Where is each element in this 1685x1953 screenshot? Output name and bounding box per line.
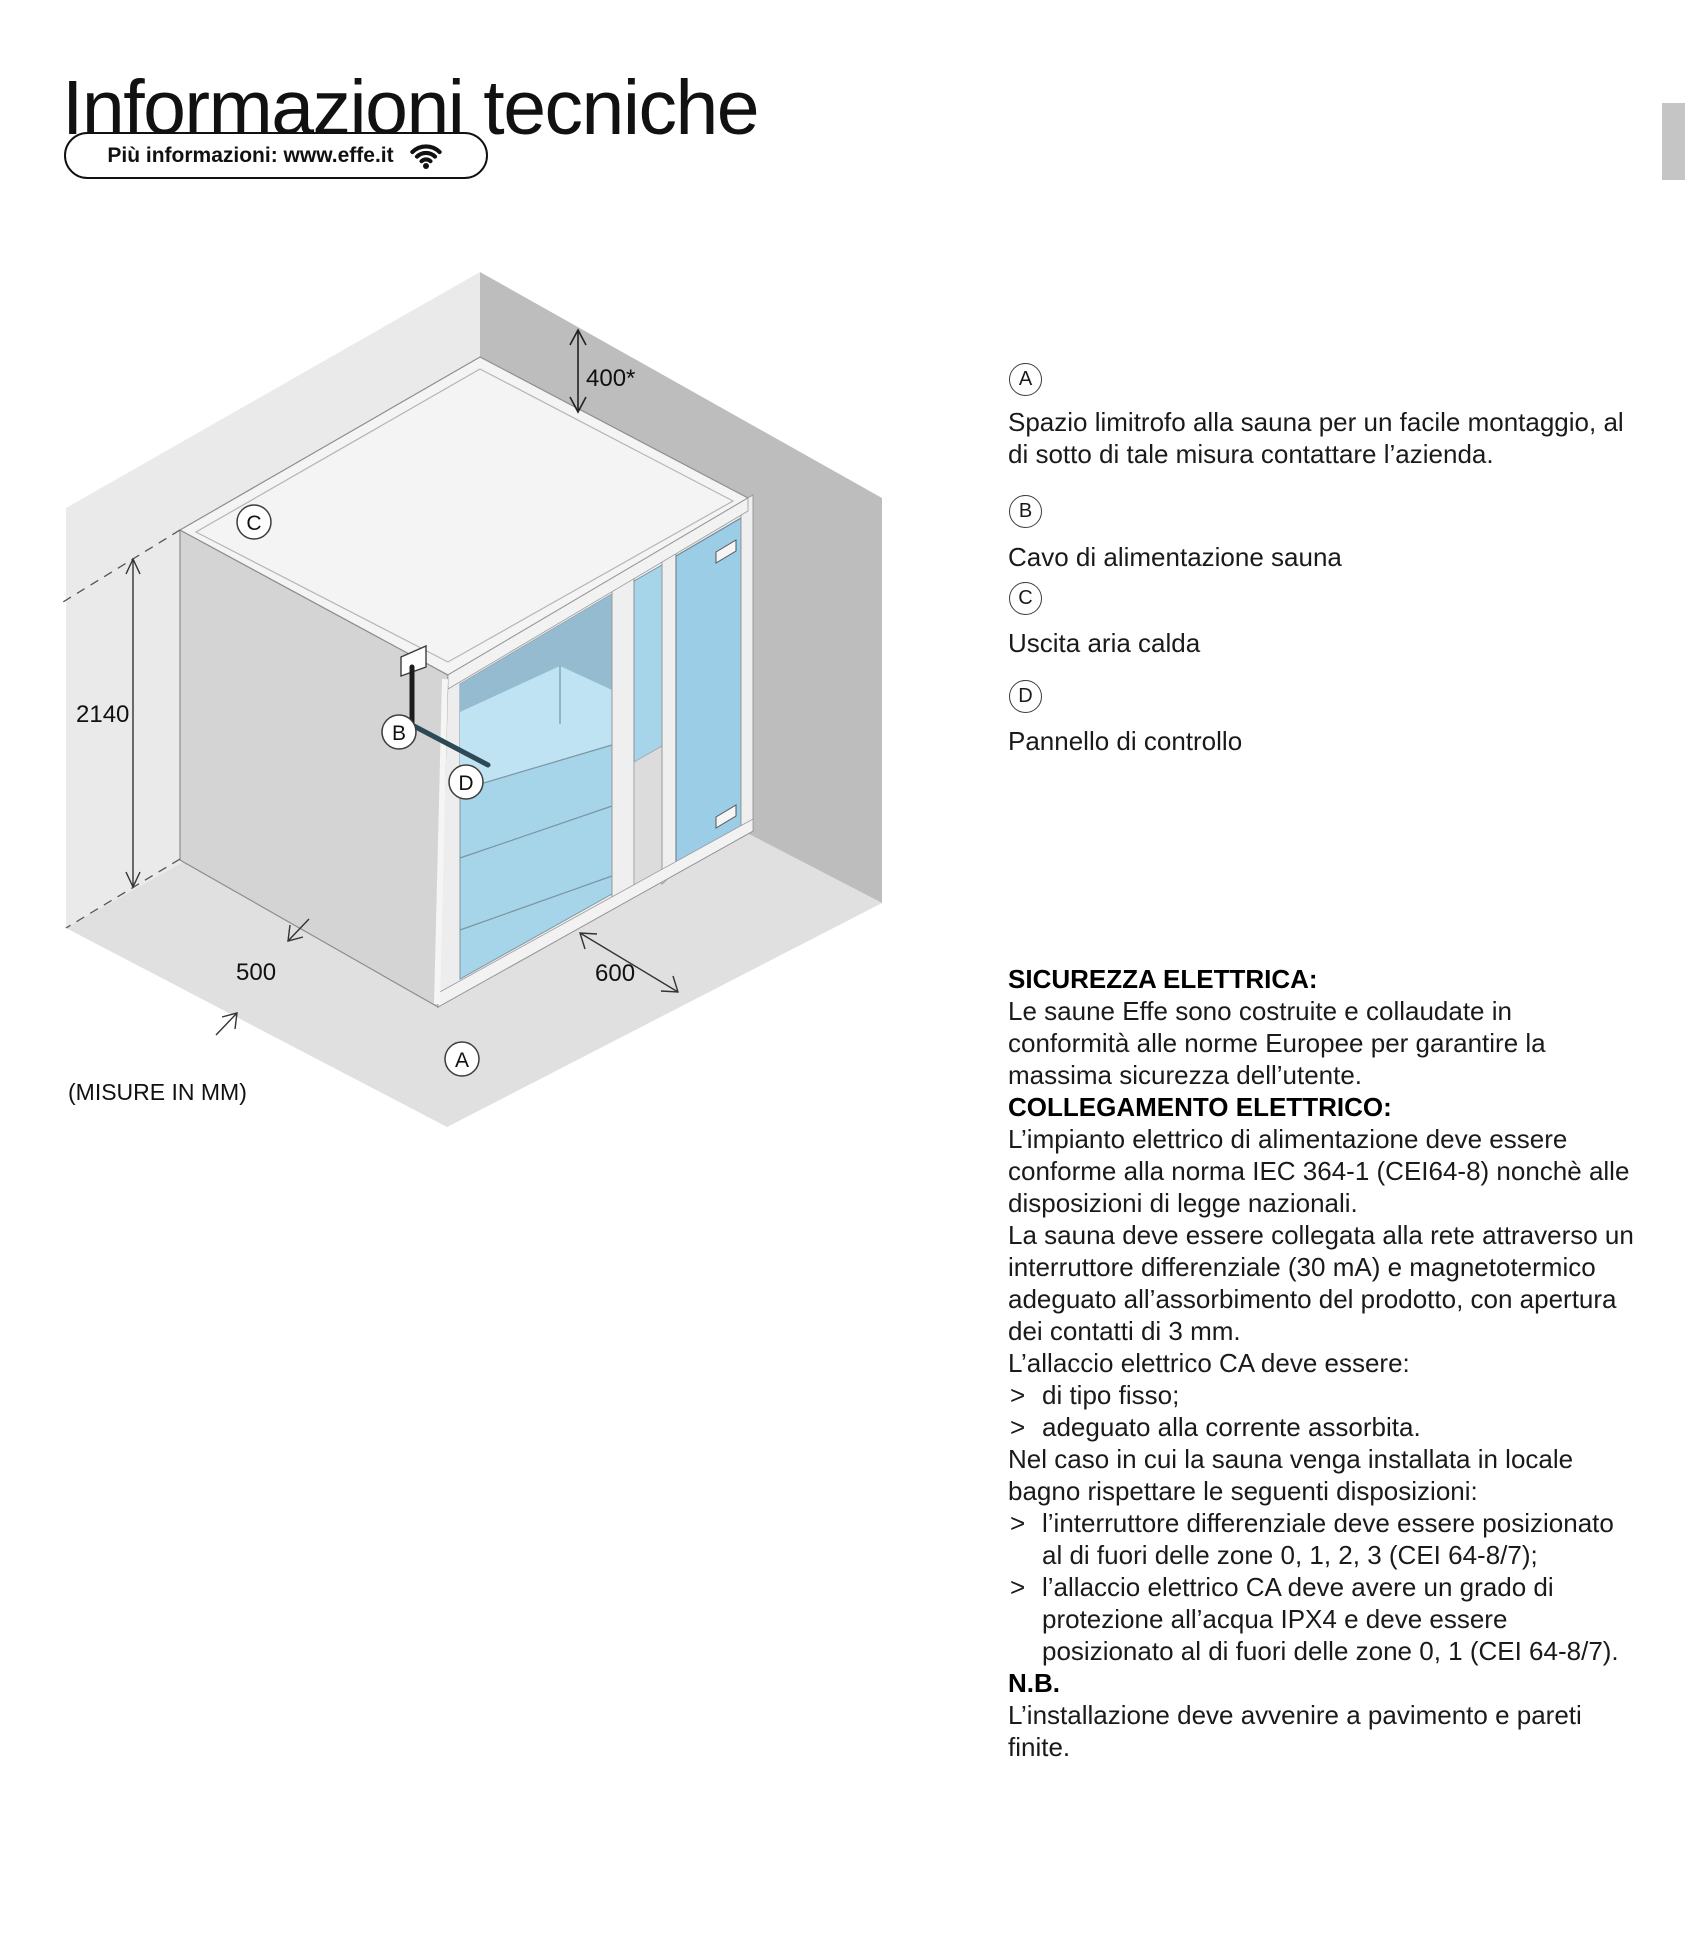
bench-edge-line [459,875,613,931]
legend-text-c: Uscita aria calda [1008,628,1201,658]
diagram-marker-C: C [236,504,272,540]
text-sections: SICUREZZA ELETTRICA: Le saune Effe sono … [1008,963,1640,1763]
legend-marker-c: C [1009,582,1042,615]
connection-bullet-1: > di tipo fisso; [1010,1380,1180,1410]
cable-wall-plate [400,644,427,677]
height-dimension-arrow [125,557,141,889]
diagram-marker-A: A [444,1041,480,1077]
diagram-marker-B: B [381,714,417,750]
electrical-safety-body: Le saune Effe sono costruite e collaudat… [1008,996,1546,1090]
legend-text-d: Pannello di controllo [1008,726,1243,756]
electrical-connection-p3: L’allaccio elettrico CA deve essere: [1008,1348,1410,1378]
side-clearance-label: 500 [236,959,276,986]
power-cable-end [409,722,491,768]
page-edge-tab [1662,103,1685,180]
side-clearance-arrows [215,918,310,1036]
sauna-top-rim [194,368,735,663]
bullet-marker: > [1010,1572,1026,1602]
interior-heater [633,745,663,894]
dashed-extension-bottom [65,858,181,929]
top-clearance-arrow [569,328,587,414]
bathroom-bullet-1: > l’interruttore differenziale deve esse… [1010,1508,1614,1570]
door-hinge-top [715,539,737,564]
dashed-extension-top [62,529,181,603]
more-info-button[interactable]: Più informazioni: www.effe.it [64,132,488,179]
nb-body: L’installazione deve avvenire a paviment… [1008,1700,1582,1762]
nb-heading: N.B. [1008,1668,1060,1698]
bullet-marker: > [1010,1412,1026,1442]
front-post [611,568,635,905]
bullet-marker: > [1010,1508,1026,1538]
electrical-connection-p1: L’impianto elettrico di alimentazione de… [1008,1124,1630,1218]
svg-text:B: B [392,722,406,745]
legend-text-b: Cavo di alimentazione sauna [1008,542,1342,572]
more-info-label: Più informazioni: www.effe.it [107,143,394,167]
front-top-rail [447,497,749,690]
bullet-marker: > [1010,1380,1026,1410]
top-clearance-label: 400* [586,365,635,392]
legend-marker-a: A [1009,363,1042,396]
svg-text:D: D [458,772,473,795]
front-left-corner-post [434,678,448,1005]
connection-bullet-2: > adeguato alla corrente assorbita. [1010,1412,1421,1442]
legend-marker-d: D [1009,680,1042,713]
bathroom-bullet-2: > l’allaccio elettrico CA deve avere un … [1010,1572,1619,1666]
sauna-installation-diagram: 2140 400* 600 500 C B D A (MISURE IN MM) [62,272,882,1127]
bench-edge-line [459,744,613,791]
height-dimension-label: 2140 [76,701,129,728]
svg-text:C: C [246,512,261,535]
front-clearance-label: 600 [595,960,635,987]
diagram-marker-D: D [448,764,484,800]
svg-text:A: A [455,1049,469,1072]
front-post [661,540,677,886]
legend-text-a: Spazio limitrofo alla sauna per un facil… [1008,407,1624,469]
door-hinge-bottom [715,804,737,829]
front-clearance-arrow [579,932,679,993]
door-frame-right [740,494,754,839]
bench-edge-line [459,805,613,859]
wifi-icon [409,144,442,169]
interior-bench-top [460,666,612,790]
legend-marker-b: B [1009,495,1042,528]
bathroom-note-intro: Nel caso in cui la sauna venga installat… [1008,1444,1574,1506]
electrical-safety-heading: SICUREZZA ELETTRICA: [1008,964,1318,994]
interior-back-wall [460,594,612,712]
electrical-connection-p2: La sauna deve essere collegata alla rete… [1008,1220,1634,1346]
electrical-connection-heading: COLLEGAMENTO ELETTRICO: [1008,1092,1392,1122]
units-note: (MISURE IN MM) [68,1079,247,1105]
